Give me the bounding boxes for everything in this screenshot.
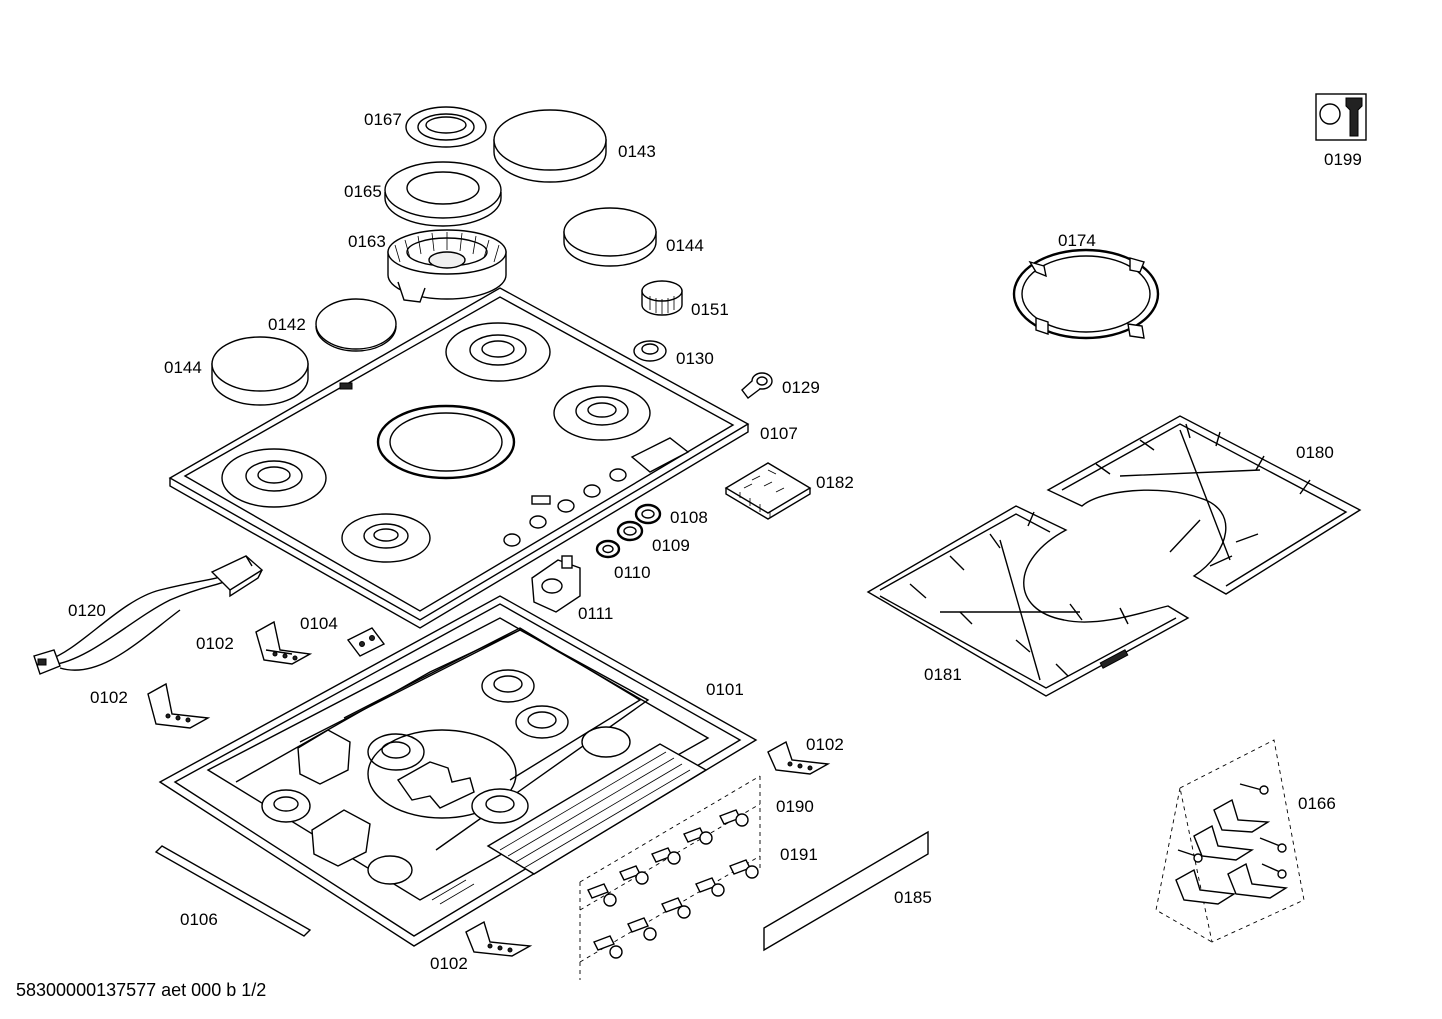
label-0102-d: 0102 [430,954,468,973]
mounting-bracket [346,627,386,657]
label-0129: 0129 [782,378,820,397]
pan-support-right [1046,415,1362,595]
label-0102-a: 0102 [196,634,234,653]
screw-b [683,827,713,845]
service-tool-icon [1315,93,1367,141]
label-0104: 0104 [300,614,338,633]
knob-seal [633,340,667,362]
label-0190: 0190 [776,797,814,816]
document-id: 58300000137577 aet 000 b 1/2 [16,980,267,1000]
accessory-kit [1155,739,1305,943]
label-0163: 0163 [348,232,386,251]
label-0101: 0101 [706,680,744,699]
screw-c [651,847,681,865]
label-0107: 0107 [760,424,798,443]
label-0144-left: 0144 [164,358,202,377]
screw-set [579,775,761,980]
label-0102-b: 0102 [90,688,128,707]
label-0109: 0109 [652,536,690,555]
rating-plate [763,830,929,952]
medium-burner-cap-left [211,336,309,406]
screw-f [695,877,725,897]
screw-e [619,865,649,885]
burner-cap-ring [405,106,487,148]
large-burner-cap [493,109,607,183]
label-0130: 0130 [676,349,714,368]
ignition-unit [531,555,581,613]
part-labels: 0167 0143 0165 0163 0144 0151 0142 0130 … [68,110,1362,973]
power-cable [33,555,264,675]
screw-g [587,883,617,907]
burner-base-tray [158,595,758,947]
screw-h [661,897,691,919]
label-0182: 0182 [816,473,854,492]
label-0102-c: 0102 [806,735,844,754]
electronic-module [724,462,812,520]
label-0110: 0110 [614,563,651,582]
burner-spreader-ring [384,161,502,227]
label-0142: 0142 [268,315,306,334]
screw-j [593,935,623,959]
screw-i [627,917,657,941]
label-0185: 0185 [894,888,932,907]
label-0120: 0120 [68,601,106,620]
ignition-button [741,372,773,399]
control-knob [641,280,683,316]
wok-ring [1012,248,1160,340]
label-0106: 0106 [180,910,218,929]
wok-burner-crown [387,229,507,303]
seal-strip [154,845,312,937]
knob-washers [595,503,662,559]
label-0181: 0181 [924,665,962,684]
small-burner-cap [315,298,397,352]
fixing-clamp-3 [767,740,831,775]
label-0180: 0180 [1296,443,1334,462]
label-0191: 0191 [780,845,818,864]
fixing-clamp-1 [255,620,313,665]
fixing-clamp-2 [147,682,211,729]
label-0167: 0167 [364,110,402,129]
hob-top-plate [168,287,750,629]
medium-burner-cap [563,207,657,267]
label-0166: 0166 [1298,794,1336,813]
label-0151: 0151 [691,300,729,319]
screw-d [729,859,759,879]
label-0199: 0199 [1324,150,1362,169]
label-0144-top: 0144 [666,236,704,255]
label-0108: 0108 [670,508,708,527]
label-0143: 0143 [618,142,656,161]
label-0174: 0174 [1058,231,1096,250]
fixing-clamp-4 [465,920,533,957]
pan-support-left [866,505,1190,697]
label-0111: 0111 [578,604,613,623]
label-0165: 0165 [344,182,382,201]
screw-a [719,809,749,827]
